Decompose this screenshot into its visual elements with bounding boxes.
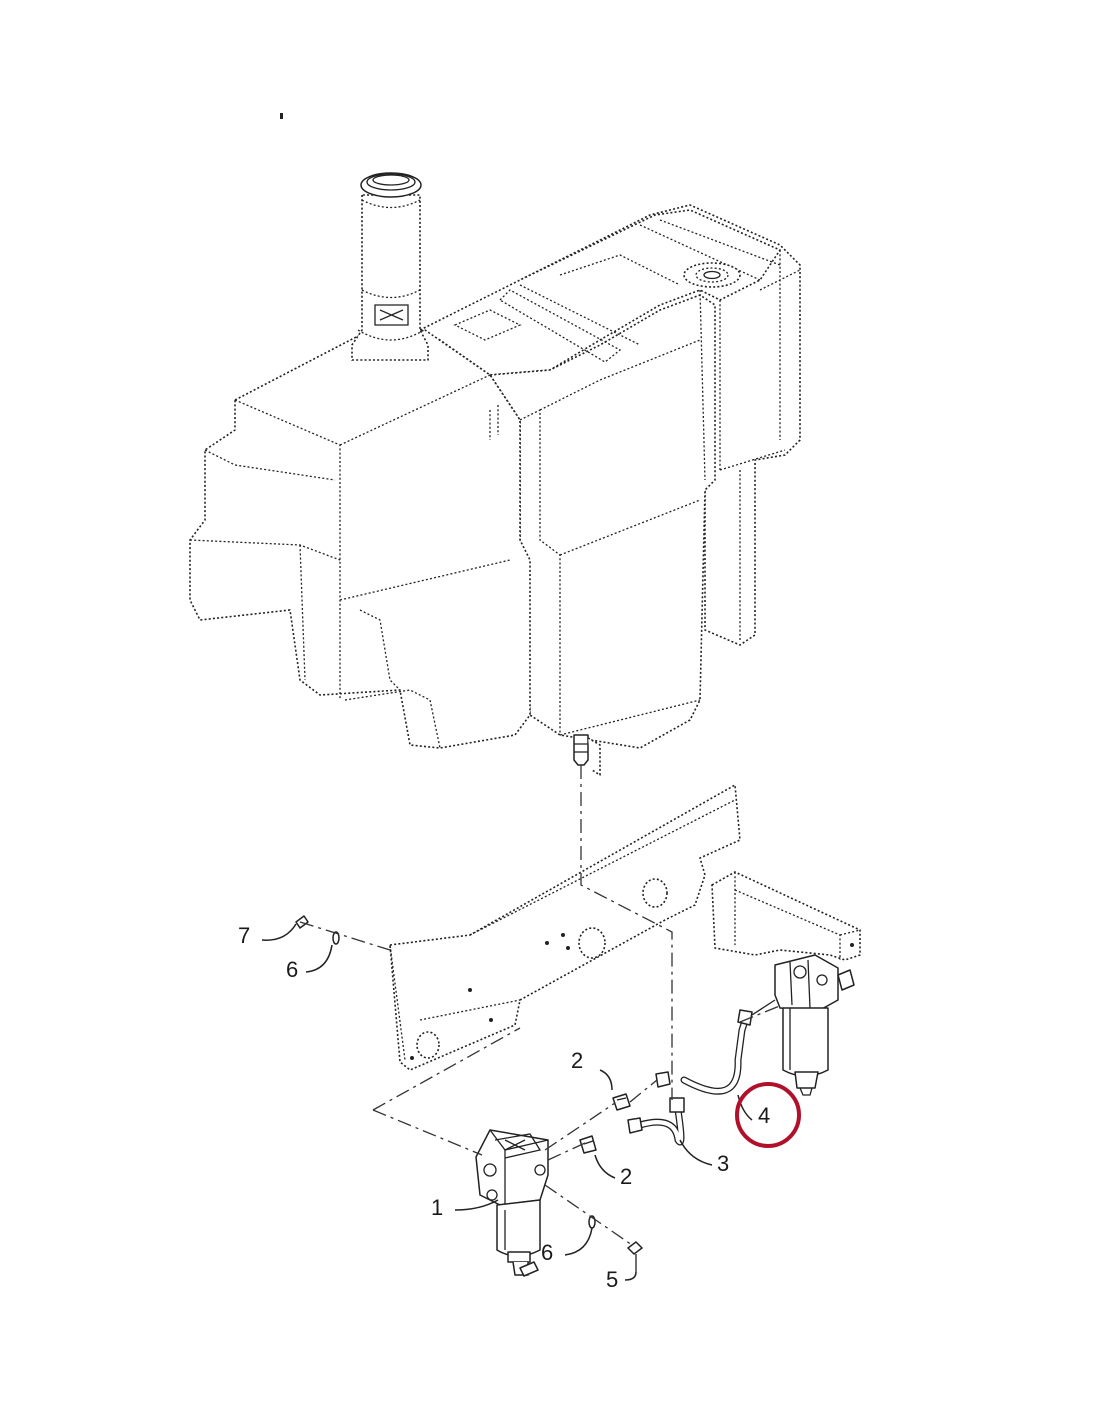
fitting-upper-right: [655, 1071, 671, 1088]
bolt-5: [627, 1241, 643, 1272]
right-fuel-filter: [774, 954, 855, 1096]
fuel-tank: [189, 204, 801, 749]
left-fuel-filter: [475, 1129, 549, 1277]
tank-drain-fitting: [573, 734, 601, 776]
fitting-2-lower: [579, 1135, 597, 1154]
callout-6-upper: 6: [286, 957, 298, 982]
callout-leaders: [261, 923, 753, 1281]
hose-3: [627, 1097, 685, 1146]
callout-2-upper: 2: [571, 1048, 583, 1073]
callout-6-lower: 6: [541, 1240, 553, 1265]
callout-4-highlight-circle: [735, 1082, 801, 1148]
fitting-2-upper: [612, 1093, 631, 1111]
callout-4: 4: [758, 1103, 770, 1128]
washer-6-upper: [332, 931, 340, 945]
frame-rail: [389, 784, 741, 1071]
assembly-centerlines: [299, 765, 783, 1246]
filler-neck: [351, 172, 429, 361]
filter-bracket: [711, 871, 861, 961]
callout-7: 7: [238, 923, 250, 948]
callout-3: 3: [717, 1151, 729, 1176]
callout-1: 1: [431, 1195, 443, 1220]
callout-2-lower: 2: [620, 1164, 632, 1189]
stray-mark: [280, 113, 283, 119]
hose-4: [680, 999, 776, 1095]
callout-5: 5: [606, 1267, 618, 1292]
